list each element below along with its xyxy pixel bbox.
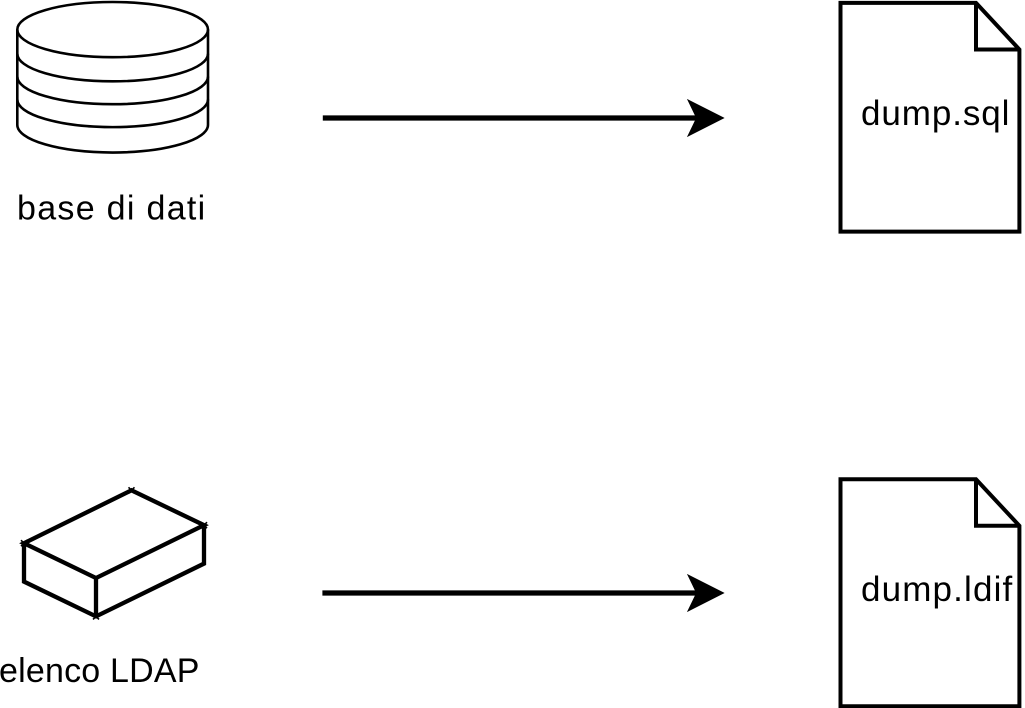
svg-text:base di dati: base di dati	[17, 189, 207, 227]
svg-text:elenco LDAP: elenco LDAP	[0, 652, 200, 690]
svg-text:dump.sql: dump.sql	[861, 94, 1010, 133]
svg-text:dump.ldif: dump.ldif	[861, 570, 1013, 609]
